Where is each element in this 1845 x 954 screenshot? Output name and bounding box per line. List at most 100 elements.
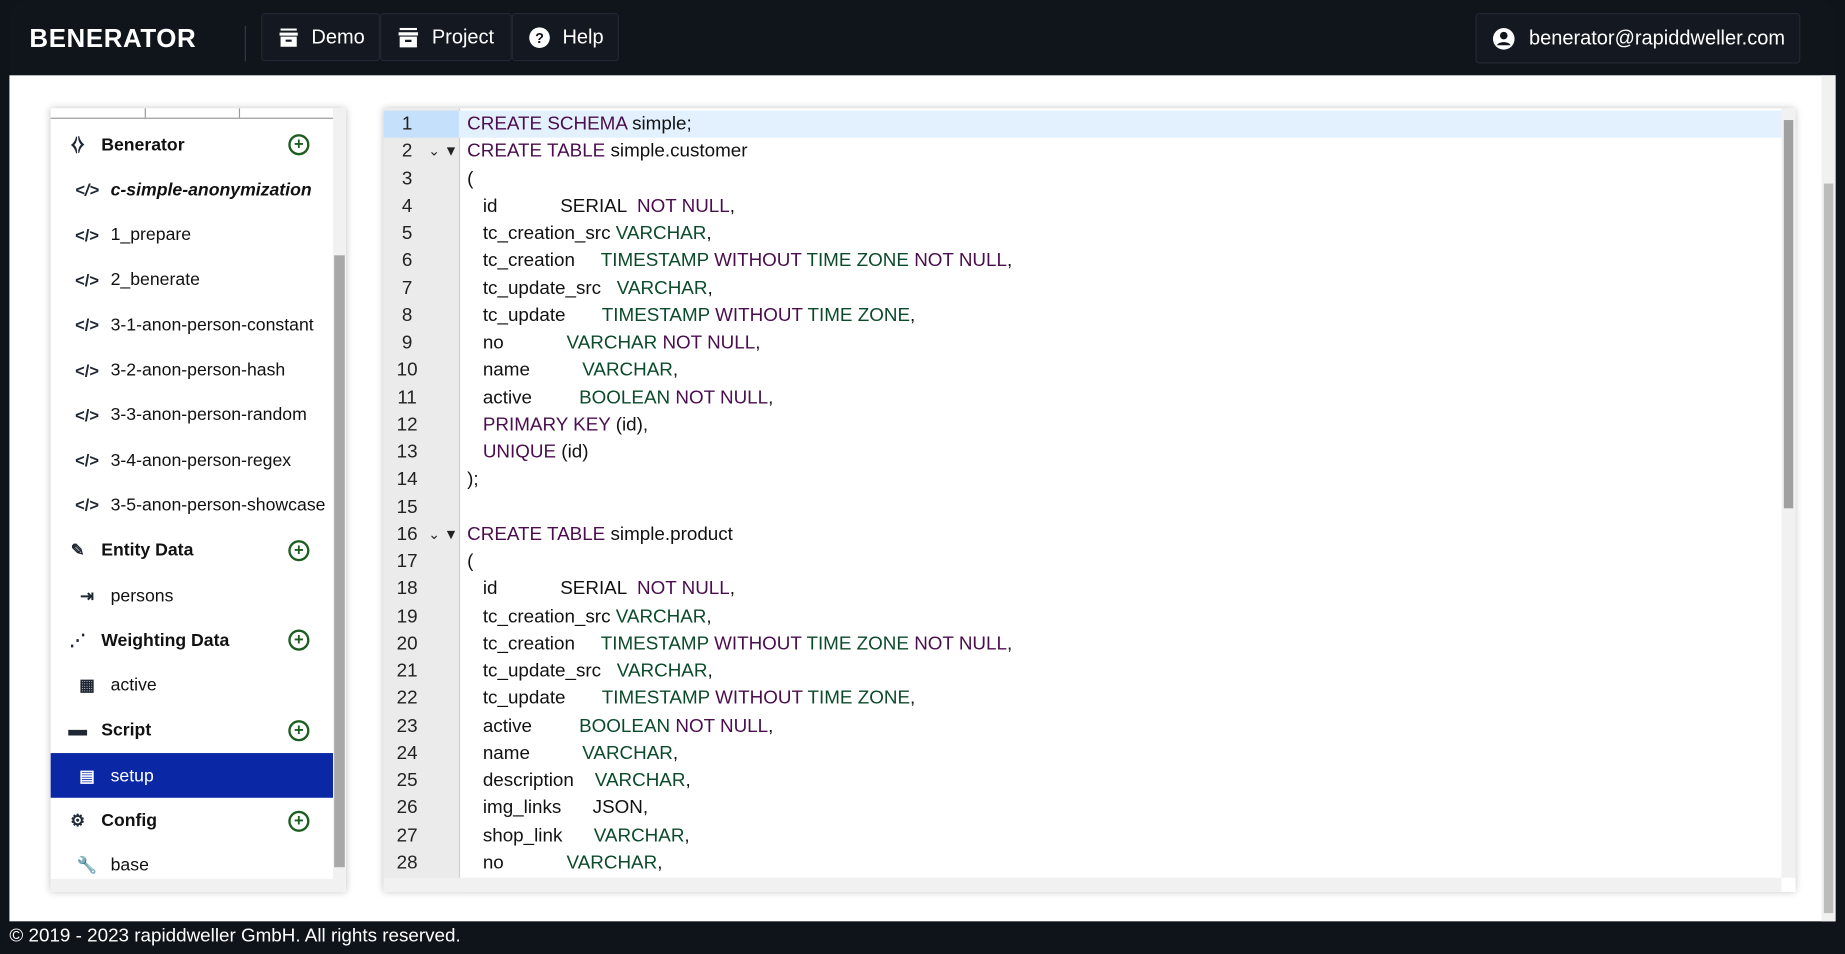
- code-line[interactable]: 2⌄ ▼CREATE TABLE simple.customer: [384, 138, 1782, 165]
- code-token: VARCHAR: [616, 278, 708, 299]
- code-line[interactable]: 7 tc_update_src VARCHAR,: [384, 275, 1782, 302]
- project-tree: ⧼⧽Benerator+</>c-simple-anonymization</>…: [50, 108, 346, 892]
- user-account-button[interactable]: benerator@rapiddweller.com: [1476, 12, 1801, 64]
- archive-icon: [279, 27, 298, 47]
- line-number: 23: [396, 715, 418, 737]
- code-line[interactable]: 3(: [384, 165, 1782, 192]
- code-token: (: [467, 168, 474, 189]
- svg-text:?: ?: [535, 30, 544, 46]
- table-icon: ▦: [79, 675, 95, 695]
- code-line[interactable]: 19 tc_creation_src VARCHAR,: [384, 603, 1782, 630]
- sidebar-scrollbar[interactable]: [332, 108, 346, 892]
- page-scrollbar[interactable]: [1821, 75, 1836, 922]
- code-token: tc_creation: [467, 633, 601, 654]
- code-line[interactable]: 10 name VARCHAR,: [384, 357, 1782, 384]
- code-token: [467, 442, 483, 462]
- tree-group-config[interactable]: ⚙ Config +: [51, 798, 333, 843]
- code-line[interactable]: 26 img_links JSON,: [384, 795, 1782, 822]
- code-line[interactable]: 20 tc_creation TIMESTAMP WITHOUT TIME ZO…: [384, 630, 1782, 657]
- code-line[interactable]: 17(: [384, 548, 1782, 575]
- code-line[interactable]: 4 id SERIAL NOT NULL,: [384, 193, 1782, 220]
- tree-item-active[interactable]: ▦active: [51, 663, 333, 708]
- code-token: NOT NULL: [662, 332, 756, 353]
- editor-scrollbar[interactable]: [1781, 108, 1796, 878]
- code-line[interactable]: 6 tc_creation TIMESTAMP WITHOUT TIME ZON…: [384, 247, 1782, 274]
- code-token: ,: [707, 661, 713, 682]
- tree-item-3-3-anon-person-random[interactable]: </>3-3-anon-person-random: [51, 393, 333, 438]
- code-token: TIME ZONE: [806, 633, 915, 654]
- tree-item-3-1-anon-person-constant[interactable]: </>3-1-anon-person-constant: [51, 303, 333, 348]
- code-line[interactable]: 12 PRIMARY KEY (id),: [384, 412, 1782, 439]
- code-line[interactable]: 27 shop_link VARCHAR,: [384, 822, 1782, 849]
- code-icon: </>: [75, 225, 99, 245]
- nav-demo-button[interactable]: Demo: [261, 12, 381, 62]
- code-line[interactable]: 8 tc_update TIMESTAMP WITHOUT TIME ZONE,: [384, 302, 1782, 329]
- code-text: CREATE SCHEMA simple;: [467, 111, 692, 138]
- tree-group-entity-data[interactable]: ✎Entity Data+: [51, 528, 333, 573]
- add-circle-icon[interactable]: +: [288, 810, 310, 832]
- gear-icon: ⚙: [70, 810, 86, 830]
- line-number: 12: [396, 415, 418, 436]
- brand-logo[interactable]: BENERATOR: [29, 23, 197, 53]
- code-line[interactable]: 13 UNIQUE (id): [384, 439, 1782, 466]
- code-line[interactable]: 9 no VARCHAR NOT NULL,: [384, 329, 1782, 356]
- add-circle-icon[interactable]: +: [288, 629, 310, 652]
- add-circle-icon[interactable]: +: [288, 539, 310, 561]
- tree-group-benerator[interactable]: ⧼⧽Benerator+: [51, 122, 333, 167]
- add-circle-icon[interactable]: +: [288, 134, 310, 156]
- code-text: id SERIAL NOT NULL,: [467, 193, 735, 220]
- code-token: description: [467, 770, 595, 791]
- code-token: TIME ZONE: [807, 688, 911, 709]
- tree-item-label: 3-5-anon-person-showcase: [110, 495, 326, 516]
- code-token: ,: [685, 770, 691, 791]
- code-line[interactable]: 22 tc_update TIMESTAMP WITHOUT TIME ZONE…: [384, 685, 1782, 712]
- code-line[interactable]: 21 tc_update_src VARCHAR,: [384, 658, 1782, 685]
- code-line[interactable]: 23 active BOOLEAN NOT NULL,: [384, 712, 1782, 739]
- code-token: ,: [684, 825, 690, 846]
- code-line[interactable]: 5 tc_creation_src VARCHAR,: [384, 220, 1782, 247]
- code-line[interactable]: 18 id SERIAL NOT NULL,: [384, 576, 1782, 603]
- code-token: ,: [755, 332, 761, 353]
- tree-item-base[interactable]: 🔧base: [51, 843, 333, 888]
- tree-item-label: 3-4-anon-person-regex: [110, 450, 292, 471]
- code-text: name VARCHAR,: [467, 740, 678, 767]
- code-line[interactable]: 25 description VARCHAR,: [384, 767, 1782, 794]
- nav-project-button[interactable]: Project: [380, 12, 512, 62]
- tree-item-c-simple-anonymization[interactable]: </>c-simple-anonymization: [51, 167, 333, 212]
- tree-item-3-5-anon-person-showcase[interactable]: </>3-5-anon-person-showcase: [51, 483, 333, 528]
- code-line[interactable]: 16⌄ ▼CREATE TABLE simple.product: [384, 521, 1782, 548]
- code-token: NOT NULL: [636, 579, 730, 600]
- tree-item-persons[interactable]: ⇥persons: [51, 573, 333, 618]
- tree-item-setup[interactable]: ▤setup: [50, 753, 333, 798]
- code-line[interactable]: 15: [384, 494, 1782, 521]
- line-number: 15: [396, 497, 418, 518]
- code-token: BOOLEAN: [579, 715, 676, 737]
- code-line[interactable]: 11 active BOOLEAN NOT NULL,: [384, 384, 1782, 411]
- nav-help-button[interactable]: ? Help: [511, 12, 619, 62]
- editor-hscrollbar[interactable]: [383, 877, 1782, 892]
- tree-item-3-2-anon-person-hash[interactable]: </>3-2-anon-person-hash: [51, 348, 333, 393]
- tree-item-2-benerate[interactable]: </>2_benerate: [51, 258, 333, 303]
- tree-group-weighting-data[interactable]: ⋰Weighting Data+: [51, 618, 333, 663]
- code-line[interactable]: 28 no VARCHAR,: [384, 849, 1782, 876]
- sidebar-hscrollbar[interactable]: [50, 878, 333, 892]
- code-token: CREATE SCHEMA: [467, 114, 627, 135]
- tree-group-script[interactable]: ▬Script+: [51, 708, 333, 753]
- tree-item-1-prepare[interactable]: </>1_prepare: [51, 212, 333, 257]
- tree-item-3-4-anon-person-regex[interactable]: </>3-4-anon-person-regex: [51, 438, 333, 483]
- add-circle-icon[interactable]: +: [288, 719, 310, 742]
- tree-item-label: Weighting Data: [101, 630, 230, 651]
- code-text: tc_update_src VARCHAR,: [467, 275, 713, 302]
- tree-item-label: Config: [101, 810, 158, 831]
- code-text: active BOOLEAN NOT NULL,: [467, 712, 774, 739]
- code-line[interactable]: 24 name VARCHAR,: [384, 740, 1782, 767]
- code-token: ,: [706, 223, 712, 244]
- code-token: NOT NULL: [636, 196, 730, 217]
- fold-toggle-icon[interactable]: ⌄ ▼: [428, 142, 459, 160]
- import-icon: ⇥: [80, 585, 94, 605]
- code-line[interactable]: 14);: [384, 466, 1782, 493]
- fold-toggle-icon[interactable]: ⌄ ▼: [428, 525, 459, 543]
